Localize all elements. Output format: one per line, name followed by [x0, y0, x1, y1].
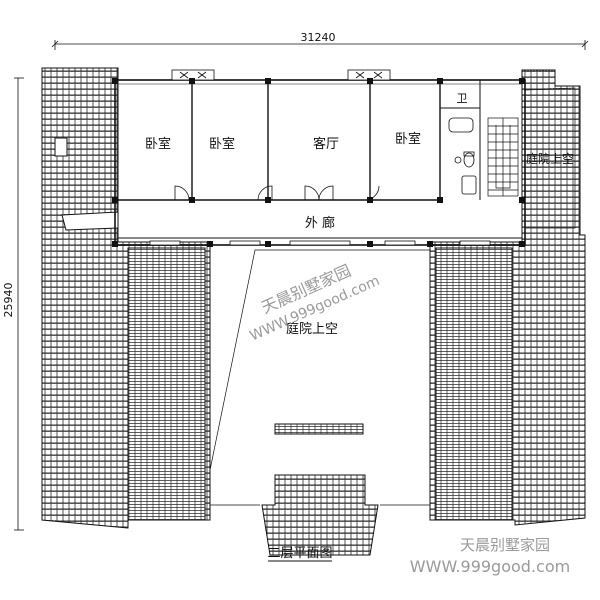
- room-label-bedroom-3: 卧室: [395, 131, 421, 147]
- room-label-living-room: 客厅: [313, 136, 339, 152]
- drawing-title: 二层平面图: [267, 546, 332, 561]
- width-dimension: [51, 40, 589, 50]
- width-dimension-label: 31240: [301, 31, 336, 44]
- corner-watermark: 天晨别墅家园 WWW.999good.com: [410, 536, 570, 576]
- windows: [149, 69, 491, 246]
- room-label-bathroom: 卫: [457, 92, 468, 105]
- bathroom-fixtures: [448, 117, 477, 195]
- depth-dimension: [14, 77, 24, 531]
- right-roof-lower: [435, 247, 513, 521]
- room-label-corridor: 外 廊: [305, 215, 335, 231]
- room-label-courtyard-void-center: 庭院上空: [286, 321, 338, 337]
- room-label-courtyard-void-right: 庭院上空: [526, 151, 574, 166]
- corner-watermark-name: 天晨别墅家园: [460, 536, 550, 554]
- doors: [174, 185, 380, 201]
- stair: [487, 117, 519, 197]
- depth-dimension-label: 25940: [2, 283, 15, 318]
- center-ridge: [274, 423, 364, 435]
- corner-watermark-url: WWW.999good.com: [410, 557, 570, 576]
- room-label-bedroom-2: 卧室: [209, 136, 235, 152]
- roof-tiles: [41, 67, 586, 556]
- columns: [112, 78, 525, 247]
- room-label-bedroom-1: 卧室: [145, 136, 171, 152]
- left-roof-lower: [127, 247, 206, 521]
- front-porch-roof: [261, 474, 379, 556]
- courtyard-void-lines: [209, 87, 576, 506]
